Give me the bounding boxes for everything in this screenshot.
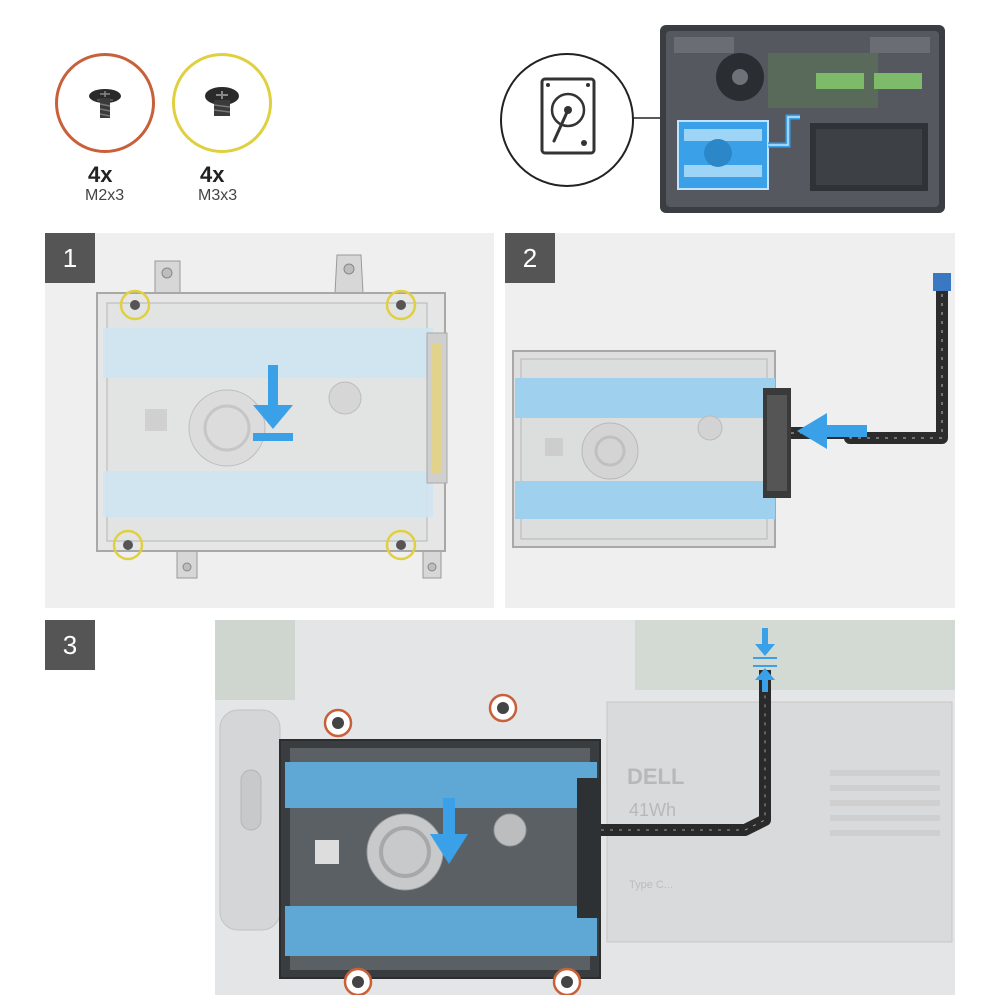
step-1-illustration: [96, 254, 448, 579]
screw-m2x3-icon: [89, 89, 121, 118]
screw-m3x3-size: M3x3: [198, 187, 238, 204]
step-1-screw-bottom-right: [385, 529, 417, 561]
step-3-battery-type: Type C...: [629, 879, 673, 891]
step-3-screw-bottom-left: [343, 967, 373, 995]
step-2-left-arrow-icon: [797, 413, 867, 449]
step-3-screw-bottom-right: [552, 967, 582, 995]
step-3-panel: DELL 41Wh Type C...: [45, 620, 955, 995]
laptop-overview: [660, 25, 945, 213]
step-3-screw-top-right: [488, 693, 518, 723]
step-2-panel: [505, 233, 955, 608]
step-3-battery-brand: DELL: [627, 764, 684, 789]
hard-drive-icon: [540, 77, 596, 155]
step-3-battery-capacity: 41Wh: [629, 800, 676, 820]
step-2-badge: 2: [505, 233, 555, 283]
screw-m2x3-size: M2x3: [85, 187, 125, 204]
step-1-down-arrow-icon: [253, 365, 293, 441]
hdd-locator-circle: [500, 53, 634, 187]
screw-m3x3-icon: [205, 87, 239, 116]
screw-m3x3-count: 4x: [200, 162, 225, 187]
step-2-illustration: [512, 273, 951, 548]
screw-m3x3-circle: [172, 53, 272, 153]
step-3-badge: 3: [45, 620, 95, 670]
step-1-screw-top-left: [119, 289, 151, 321]
step-3-illustration: DELL 41Wh Type C...: [215, 620, 955, 995]
step-1-screw-bottom-left: [112, 529, 144, 561]
step-1-badge: 1: [45, 233, 95, 283]
step-3-screw-top-left: [323, 708, 353, 738]
step-3-connect-arrows-icon: [753, 628, 777, 692]
step-1-panel: [45, 233, 494, 608]
screw-m2x3-circle: [55, 53, 155, 153]
step-1-screw-top-right: [385, 289, 417, 321]
screw-m2x3-count: 4x: [88, 162, 113, 187]
step-3-down-arrow-icon: [430, 798, 468, 864]
